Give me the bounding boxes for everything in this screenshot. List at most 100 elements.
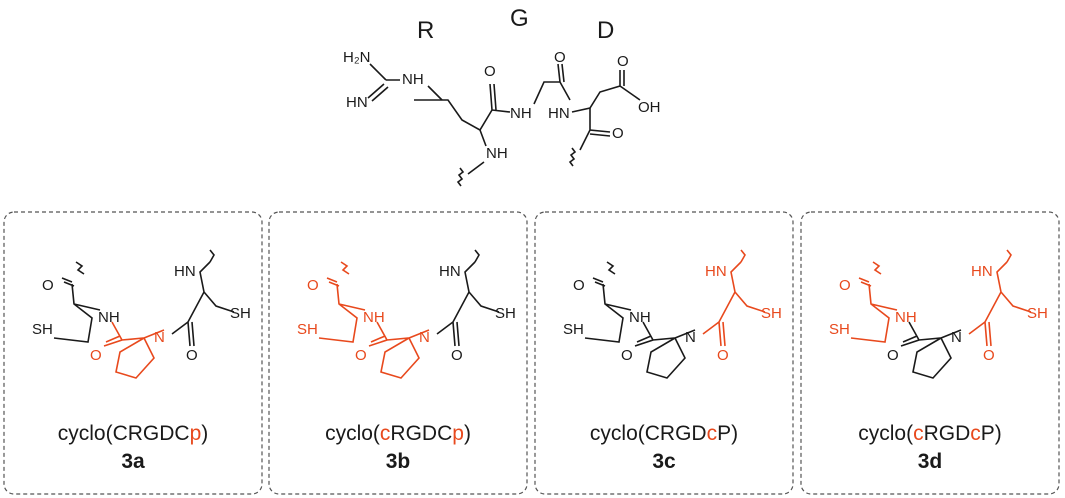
bond-proline (634, 321, 696, 379)
residue-label-r: R (417, 17, 434, 44)
atom-sh-right: SH (1027, 305, 1048, 322)
atom-hn-right: HN (705, 263, 727, 280)
compound-label: 3a (121, 450, 145, 473)
caption-highlight-letter: c (913, 422, 924, 445)
rgd-linear-structure: R G D H₂N HN NH O NH NH O HN O OH O (343, 5, 661, 187)
atom-hn-asp: HN (548, 105, 570, 122)
atom-nh-left: NH (895, 309, 917, 326)
caption-highlight-letter: c (380, 422, 391, 445)
atom-o-right: O (186, 347, 198, 364)
bond-asp-carbonyl (579, 108, 611, 151)
atom-hn-imine: HN (346, 94, 368, 111)
bond-right-cysteine (702, 249, 766, 347)
caption-text: cyclo( (325, 422, 380, 445)
bond-arg-alpha-n (467, 129, 487, 175)
bond-right-cysteine (171, 249, 235, 347)
caption-text: RGD (924, 422, 971, 445)
atom-n-proline: N (419, 329, 430, 346)
variant-caption: cyclo(cRGDCp) (325, 422, 471, 445)
atom-o-proline: O (355, 347, 367, 364)
atom-sh-left: SH (32, 321, 53, 338)
bond-arg-stub (456, 167, 465, 187)
atom-o-left: O (42, 277, 54, 294)
panel-dashed-border (534, 211, 794, 495)
compound-label: 3d (918, 450, 943, 473)
atom-sh-right: SH (761, 305, 782, 322)
atom-o-left: O (573, 277, 585, 294)
variant-panel-3b: O NH SH O N O HN SH cyclo(cRGDCp) 3b (268, 211, 528, 495)
atom-nh-left: NH (629, 309, 651, 326)
atom-sh-right: SH (495, 305, 516, 322)
compound-label: 3c (652, 450, 676, 473)
atom-n-proline: N (951, 329, 962, 346)
atom-nh-arg: NH (486, 145, 508, 162)
atom-nh-left: NH (363, 309, 385, 326)
variant-panel-3c: O NH SH O N O HN SH cyclo(CRGDcP) 3c (534, 211, 794, 495)
atom-h2n: H₂N (343, 49, 371, 66)
compound-label: 3b (386, 450, 411, 473)
caption-highlight-letter: c (707, 422, 718, 445)
atom-hn-right: HN (439, 263, 461, 280)
bond-left-cysteine (318, 261, 366, 343)
bond-arg-carbonyl (479, 83, 511, 131)
bond-proline (900, 321, 962, 379)
bond-guanidine (367, 63, 443, 102)
cyclic-structure: O NH SH O N O HN SH (32, 249, 251, 379)
residue-label-d: D (597, 17, 614, 44)
caption-text: RGDC (390, 422, 452, 445)
bond-left-cysteine (850, 261, 898, 343)
atom-o-right: O (983, 347, 995, 364)
bond-gly (533, 63, 571, 105)
cyclic-structure: O NH SH O N O HN SH (563, 249, 782, 379)
atom-sh-left: SH (297, 321, 318, 338)
variant-panel-3a: O NH SH O N O HN SH cyclo(CRGDCp) 3a (3, 211, 263, 495)
variant-caption: cyclo(CRGDcP) (590, 422, 738, 445)
atom-o-right: O (717, 347, 729, 364)
atom-n-proline: N (154, 329, 165, 346)
atom-oh: OH (638, 99, 661, 116)
caption-text: ) (464, 422, 471, 445)
cyclic-structure: O NH SH O N O HN SH (297, 249, 516, 379)
atom-o-arg: O (484, 63, 496, 80)
atom-o-left: O (307, 277, 319, 294)
atom-sh-right: SH (230, 305, 251, 322)
atom-o-left: O (839, 277, 851, 294)
atom-o-proline: O (621, 347, 633, 364)
caption-text: cyclo(CRGDC (58, 422, 190, 445)
bond-right-cysteine (436, 249, 500, 347)
bond-arg-sidechain (414, 99, 481, 131)
atom-o-proline: O (887, 347, 899, 364)
atom-o-right: O (451, 347, 463, 364)
bond-left-cysteine (53, 261, 101, 343)
panel-dashed-border (3, 211, 263, 495)
variant-caption: cyclo(cRGDcP) (858, 422, 1002, 445)
bond-proline (368, 321, 430, 379)
atom-nh-left: NH (98, 309, 120, 326)
caption-highlight-letter: p (190, 422, 202, 445)
caption-text: ) (201, 422, 208, 445)
panel-dashed-border (800, 211, 1060, 495)
atom-nh-guanidine: NH (402, 71, 424, 88)
bond-asp-stub (568, 147, 577, 167)
residue-label-g: G (510, 5, 529, 32)
atom-n-proline: N (685, 329, 696, 346)
atom-o-gly: O (554, 49, 566, 66)
atom-o-asp: O (612, 125, 624, 142)
atom-o-acid: O (617, 53, 629, 70)
atom-sh-left: SH (563, 321, 584, 338)
bond-left-cysteine (584, 261, 632, 343)
panel-dashed-border (268, 211, 528, 495)
bond-right-cysteine (968, 249, 1032, 347)
variant-panels: ONHSHONOHNSHcyclo(CRGDCp)3aONHSHONOHNSHc… (3, 211, 1060, 495)
caption-text: P) (717, 422, 738, 445)
atom-sh-left: SH (829, 321, 850, 338)
variant-caption: cyclo(CRGDCp) (58, 422, 209, 445)
atom-o-proline: O (90, 347, 102, 364)
atom-hn-right: HN (174, 263, 196, 280)
caption-highlight-letter: p (452, 422, 464, 445)
atom-nh-gly: NH (510, 105, 532, 122)
caption-highlight-letter: c (970, 422, 981, 445)
